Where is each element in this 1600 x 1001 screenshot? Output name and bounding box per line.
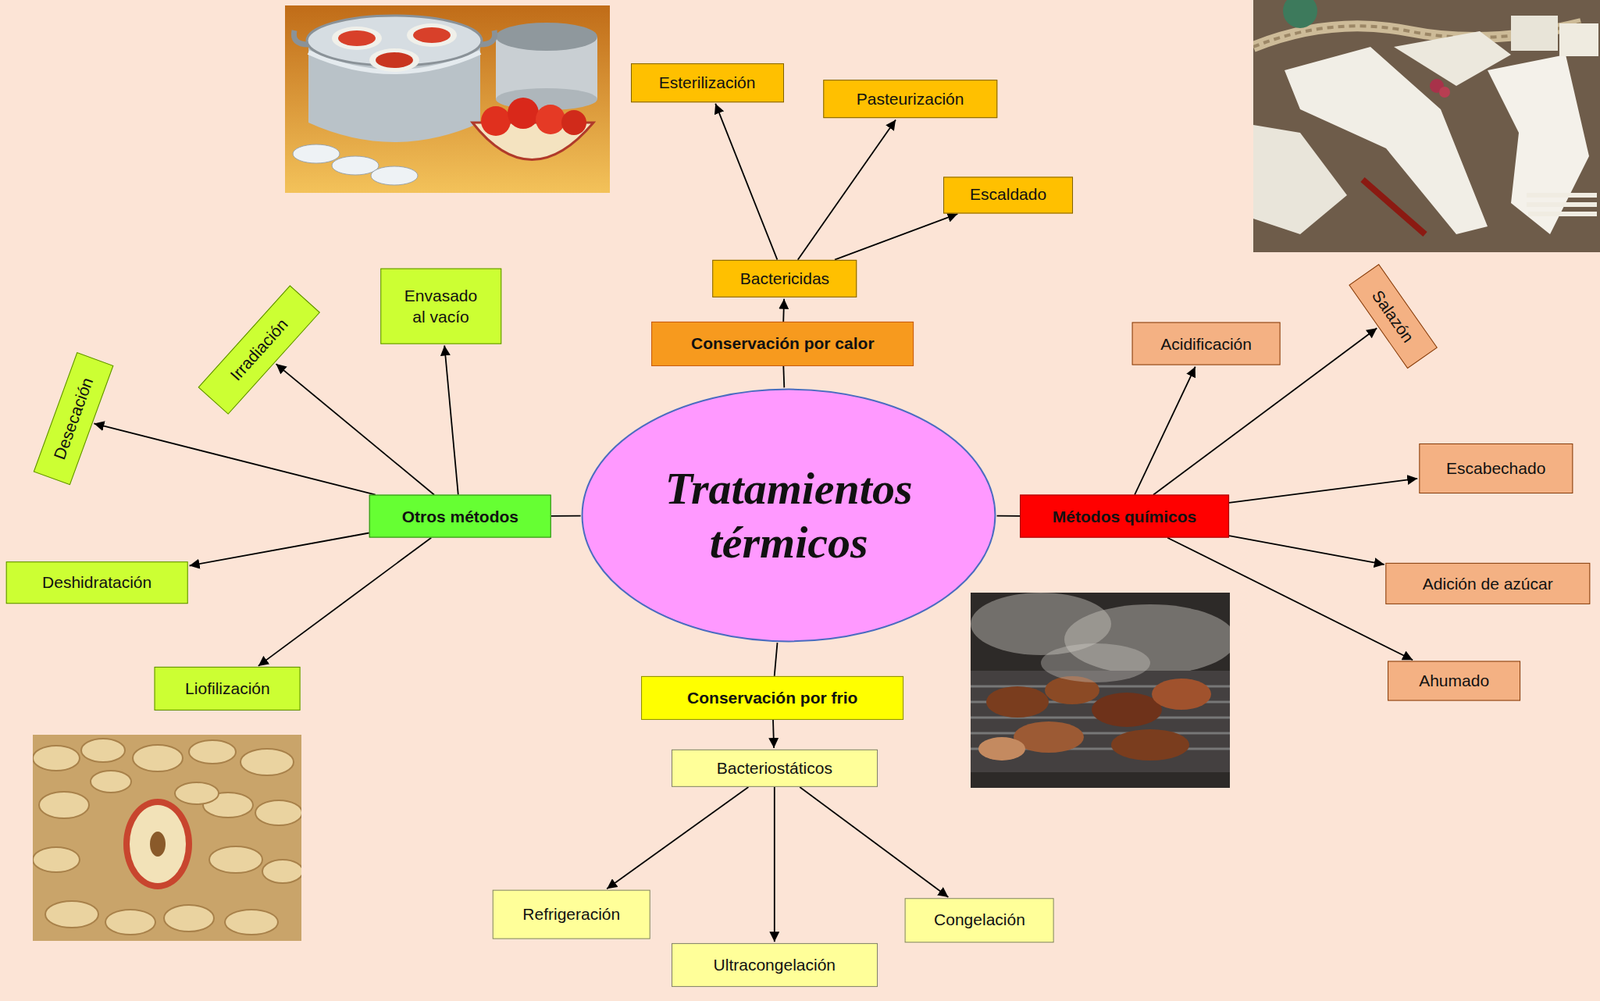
connector [1167, 538, 1413, 661]
connector [773, 787, 776, 942]
method-box: Pasteurización [823, 79, 998, 119]
connector [1229, 535, 1385, 565]
connector [715, 103, 777, 261]
central-title: Tratamientos térmicos [624, 460, 953, 570]
connector [93, 423, 375, 495]
connector [774, 642, 778, 677]
method-box: Acidificación [1131, 322, 1281, 366]
node-label: Ultracongelación [713, 955, 836, 975]
photo-canning-pot [285, 5, 610, 193]
method-box: Desecación [33, 352, 115, 485]
connector [1134, 367, 1196, 496]
connector [997, 515, 1020, 517]
node-label: Irradiación [226, 315, 292, 385]
node-label: Salazón [1368, 286, 1418, 346]
connector [798, 119, 896, 260]
method-box: Otros métodos [369, 495, 552, 539]
node-label: Deshidratación [42, 573, 152, 592]
photo-salted-cod [1253, 0, 1600, 253]
node-label: Refrigeración [522, 905, 621, 924]
connector [258, 538, 432, 667]
node-label: Conservación por frio [687, 688, 858, 708]
photo-dried-apples [32, 734, 302, 941]
connector [834, 213, 958, 261]
connector [773, 719, 774, 749]
node-label: Desecación [49, 374, 97, 462]
connector [606, 787, 749, 889]
method-box: Deshidratación [6, 561, 189, 604]
method-box: Refrigeración [492, 889, 652, 939]
connector [276, 363, 435, 496]
connector [783, 365, 784, 388]
method-box: Métodos químicos [1019, 495, 1230, 539]
method-box: Escabechado [1418, 443, 1573, 494]
node-label: Congelación [933, 911, 1026, 931]
node-label: Pasteurización [856, 89, 965, 109]
connector [799, 787, 948, 898]
method-box: Liofilización [154, 666, 301, 711]
method-box: Bacteriostáticos [671, 749, 878, 788]
node-label: Adición de azúcar [1422, 573, 1554, 593]
node-label: Conservación por calor [691, 334, 875, 353]
node-label: Otros métodos [402, 506, 519, 526]
ellipse-outline [580, 388, 998, 644]
method-box: Escaldado [943, 176, 1073, 214]
method-box: Ultracongelación [671, 943, 878, 988]
connector [551, 515, 581, 517]
method-box: Conservación por calor [651, 321, 914, 366]
method-box: Adición de azúcar [1386, 563, 1590, 604]
node-label: Envasado al vacío [399, 285, 483, 328]
node-label: Acidificación [1160, 334, 1252, 353]
method-box: Congelación [905, 897, 1055, 943]
method-box: Conservación por frio [641, 676, 904, 720]
photo-smoked-grill [970, 592, 1230, 788]
method-box: Salazón [1348, 263, 1437, 369]
method-box: Envasado al vacío [380, 268, 503, 345]
method-box: Irradiación [197, 285, 321, 415]
node-label: Esterilización [659, 73, 756, 93]
node-label: Ahumado [1418, 671, 1490, 691]
node-label: Bacteriostáticos [716, 759, 833, 778]
method-box: Bactericidas [712, 260, 858, 298]
method-box: Esterilización [630, 63, 784, 103]
connector [1229, 478, 1418, 503]
method-box: Ahumado [1387, 660, 1521, 701]
node-label: Escaldado [969, 185, 1047, 205]
node-label: Liofilización [185, 679, 271, 699]
node-label: Bactericidas [740, 269, 830, 289]
central-ellipse: Tratamientos térmicos [580, 388, 998, 644]
connector [189, 533, 370, 567]
connector [444, 345, 459, 496]
node-label: Métodos químicos [1052, 506, 1197, 526]
node-label: Escabechado [1446, 459, 1546, 478]
connector [782, 299, 785, 323]
